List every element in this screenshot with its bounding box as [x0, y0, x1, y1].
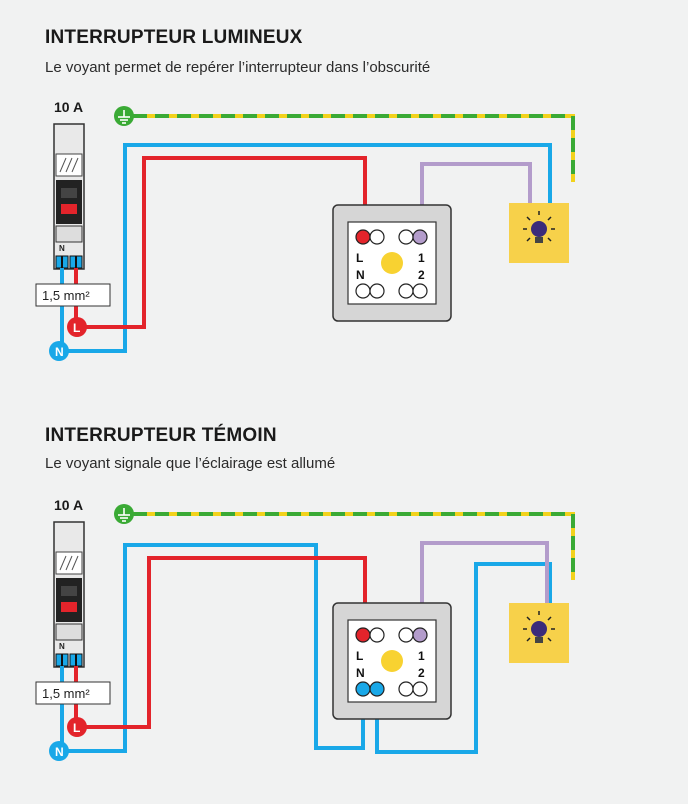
wiring-diagram: N 10 A 1,5 mm² L N	[35, 99, 575, 361]
neutral-wire-lamp	[375, 562, 552, 754]
earth-wire	[133, 114, 575, 182]
earth-icon	[114, 504, 134, 524]
neutral-marker: N	[49, 341, 69, 361]
terminal-2-label: 2	[418, 666, 425, 680]
breaker-n-label: N	[59, 244, 65, 253]
diagram-interrupteur-lumineux: INTERRUPTEUR LUMINEUX Le voyant permet d…	[0, 0, 688, 400]
cable-section-label: 1,5 mm²	[42, 686, 90, 701]
svg-text:L: L	[73, 321, 80, 335]
switch-icon	[332, 204, 452, 322]
return-wire	[420, 162, 532, 236]
diagram-title: INTERRUPTEUR TÉMOIN	[45, 425, 277, 446]
svg-text:N: N	[55, 345, 64, 359]
svg-text:N: N	[55, 745, 64, 759]
cable-section-label: 1,5 mm²	[42, 288, 90, 303]
cable-section-box	[35, 681, 111, 705]
neutral-wire	[68, 143, 552, 353]
breaker-icon	[53, 123, 85, 270]
earth-icon	[114, 106, 134, 126]
lamp-icon	[509, 203, 569, 263]
diagram-interrupteur-temoin: INTERRUPTEUR TÉMOIN Le voyant signale qu…	[0, 400, 688, 804]
terminal-l-label: L	[356, 251, 363, 265]
terminal-n-label: N	[356, 268, 365, 282]
diagram-subtitle: Le voyant permet de repérer l’interrupte…	[45, 59, 431, 76]
diagram-subtitle: Le voyant signale que l’éclairage est al…	[45, 455, 336, 472]
breaker-n-label: N	[59, 642, 65, 651]
cable-section-box	[35, 283, 111, 307]
lamp-icon	[509, 603, 569, 663]
breaker-rating: 10 A	[54, 99, 83, 115]
return-wire	[420, 541, 549, 634]
phase-wire	[78, 156, 367, 329]
neutral-wire-switch	[68, 543, 365, 753]
earth-wire	[133, 512, 575, 580]
diagram-title: INTERRUPTEUR LUMINEUX	[45, 27, 303, 48]
breaker-rating: 10 A	[54, 497, 83, 513]
svg-text:L: L	[73, 721, 80, 735]
phase-marker: L	[67, 317, 87, 337]
phase-marker: L	[67, 717, 87, 737]
terminal-2-label: 2	[418, 268, 425, 282]
terminal-1-label: 1	[418, 649, 425, 663]
switch-icon	[332, 602, 452, 720]
wiring-diagram: N 10 A 1,5 mm² L N L N	[35, 497, 575, 761]
terminal-n-label: N	[356, 666, 365, 680]
phase-wire	[78, 556, 367, 729]
terminal-l-label: L	[356, 649, 363, 663]
terminal-1-label: 1	[418, 251, 425, 265]
breaker-icon	[53, 521, 85, 668]
neutral-marker: N	[49, 741, 69, 761]
